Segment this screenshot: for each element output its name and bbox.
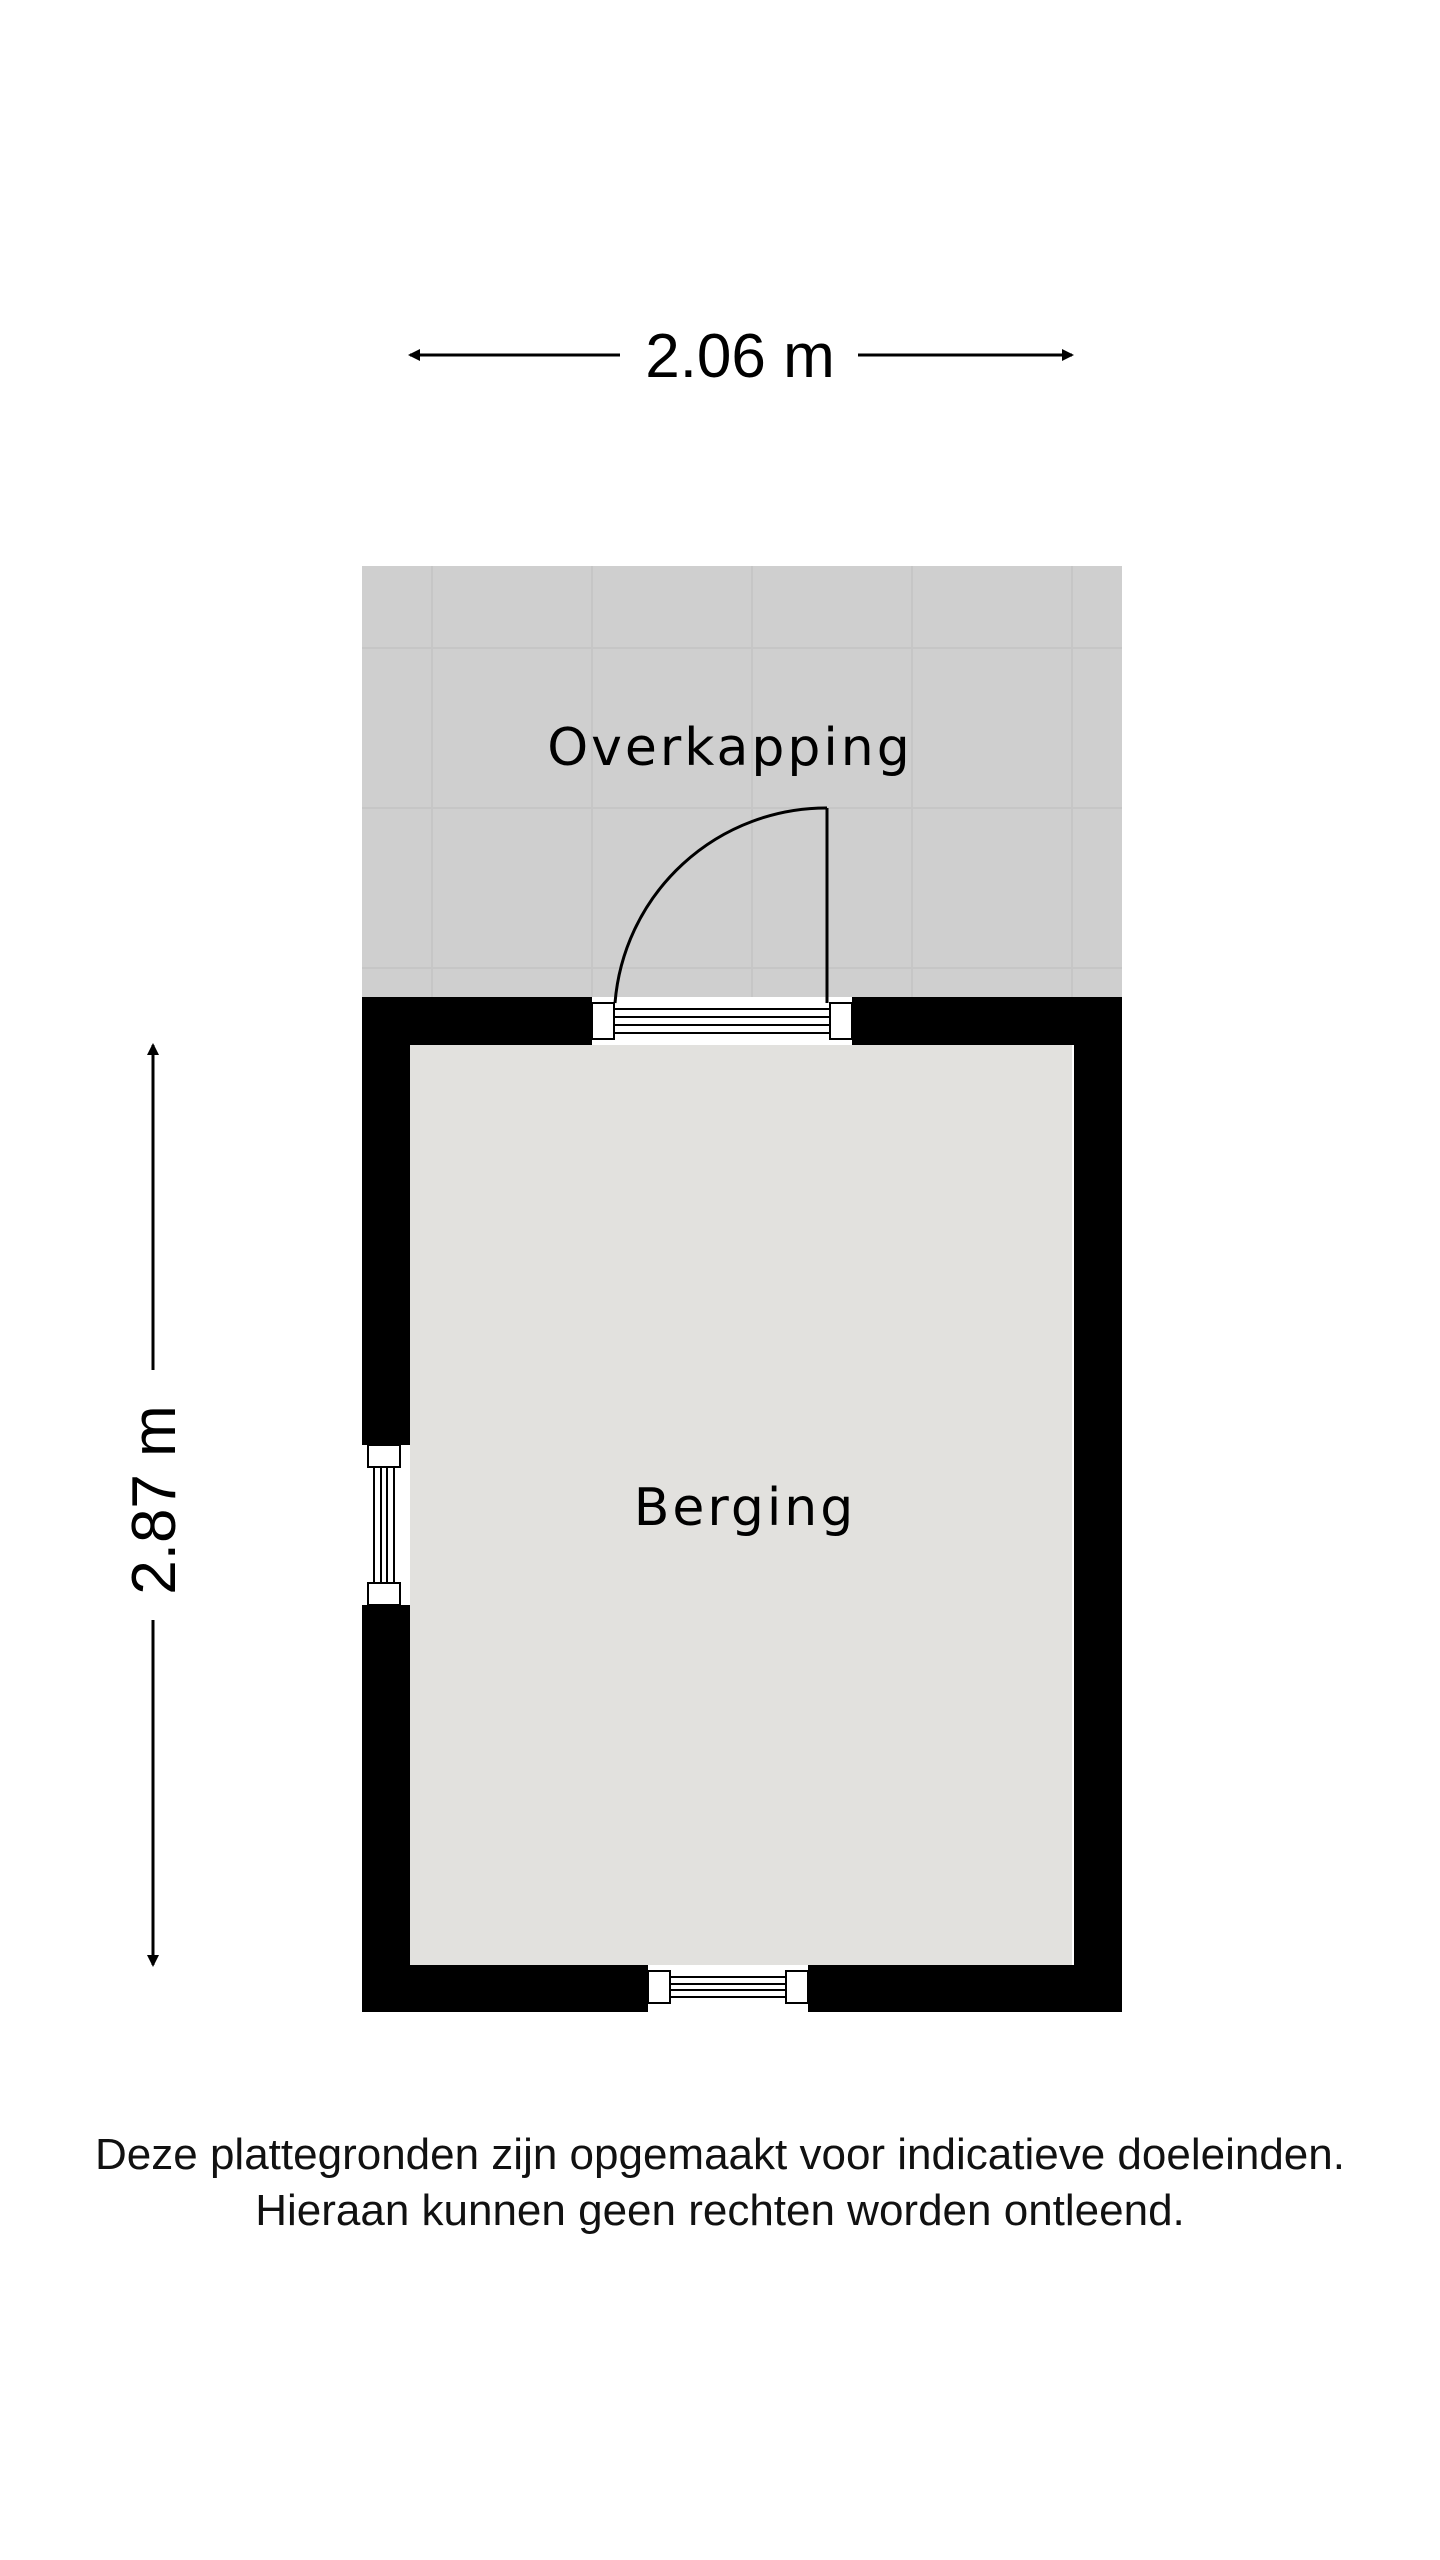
- window-bottom: [647, 1965, 809, 2012]
- door: [591, 806, 853, 1045]
- width-label: 2.06 m: [645, 322, 835, 391]
- room-label-berging: Berging: [634, 1478, 857, 1538]
- disclaimer-line-2: Hieraan kunnen geen rechten worden ontle…: [255, 2186, 1185, 2235]
- disclaimer: Deze plattegronden zijn opgemaakt voor i…: [0, 2127, 1440, 2239]
- width-dimension: 2.06 m: [408, 322, 1074, 391]
- berging-floor: [410, 1045, 1072, 1965]
- depth-label: 2.87 m: [120, 1405, 189, 1595]
- depth-dimension: 2.87 m: [120, 1043, 189, 1967]
- overkapping-area: [362, 566, 1122, 998]
- door-swing-arc: [613, 806, 828, 1004]
- room-label-overkapping: Overkapping: [547, 718, 913, 778]
- walls: [362, 997, 1122, 2012]
- window-left: [362, 1444, 410, 1606]
- disclaimer-line-1: Deze plattegronden zijn opgemaakt voor i…: [95, 2130, 1345, 2179]
